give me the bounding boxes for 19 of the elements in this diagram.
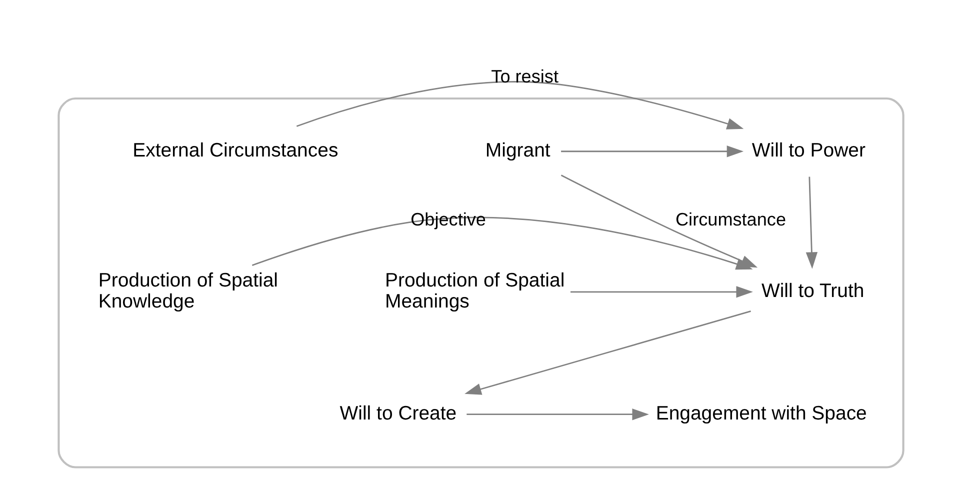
edge-label: Objective: [410, 210, 486, 230]
node-text: Production of Spatial Meanings: [384, 270, 565, 312]
arrow: [806, 176, 818, 269]
arrow: [296, 81, 744, 130]
arrow: [464, 310, 751, 395]
node-text: Engagement with Space: [656, 402, 867, 425]
arrow: [570, 286, 753, 298]
node-text: Will to Power: [752, 140, 866, 162]
node-text: Production of Spatial Knowledge: [98, 270, 278, 312]
node-text: Migrant: [485, 140, 550, 162]
node-text: Will to Truth: [761, 280, 864, 302]
edge-label: Circumstance: [676, 210, 786, 230]
arrow: [466, 408, 649, 420]
node-text: External Circumstances: [132, 140, 338, 162]
cluster: [58, 97, 904, 468]
arrow: [252, 216, 753, 270]
arrow: [561, 146, 744, 158]
edge-label: To resist: [491, 66, 558, 86]
node-text: Will to Create: [340, 402, 457, 425]
